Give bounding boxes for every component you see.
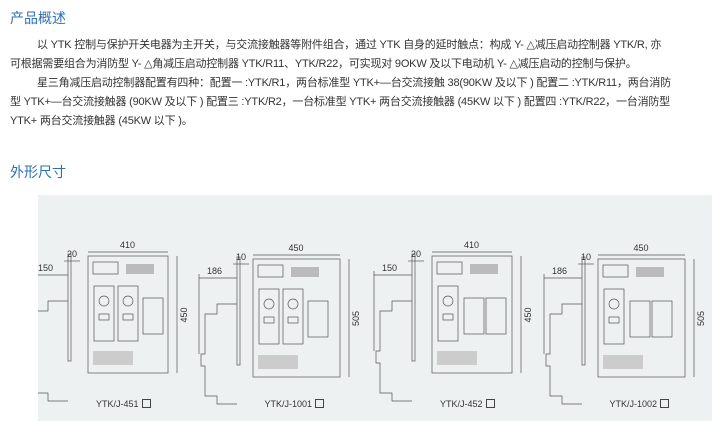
height-label: 505 [351,311,361,326]
switch-window [608,316,620,324]
side-depth-label: 150 [382,263,397,273]
dimension-drawings-panel: 150 20 410 450 186 10 450 505 150 20 410 450 186 10 45… [38,195,712,421]
para2-line3: YTK+ 两台交流接触器 (45KW 以下 )。 [10,115,193,127]
ytk-switch [258,288,280,345]
front-view [431,255,513,374]
contactor [629,300,651,338]
checkbox-square-icon [485,399,495,408]
terminal-strip [636,267,664,277]
mounting-plate [236,256,241,366]
mounting-plate [411,253,416,362]
checkbox-square-icon [141,399,151,408]
switch-window [287,316,299,324]
ytk-switch [437,285,459,342]
dimensions-heading: 外形尺寸 [10,164,66,180]
terminal-block [602,264,629,278]
terminal-block [257,264,284,278]
checkbox-square-icon [660,399,670,408]
bottom-terminals [437,351,477,365]
switch-knob [442,295,454,307]
para1-line1: 以 YTK 控制与保护开关电器为主开关，与交流接触器等附件组合，通过 YTK 自… [37,39,662,51]
side-depth-label: 186 [207,266,222,276]
contactor [307,300,329,338]
height-label: 505 [696,311,706,326]
contactor [485,297,507,335]
switch-window [98,313,110,321]
contactor [142,297,164,335]
overview-heading: 产品概述 [10,10,66,26]
model-label: YTK/J-452 [440,399,483,409]
model-caption: YTK/J-452 [440,399,495,409]
switch-knob [263,298,275,310]
switch-window [263,316,275,324]
ytk-switch [282,288,304,345]
para2-line2: 型 YTK+—台交流接触器 (90KW 及以下 ) 配置三 :YTK/R2，一台… [10,96,670,108]
side-depth-label: 186 [552,266,567,276]
bottom-terminals [93,351,133,365]
front-view [87,255,169,374]
height-label: 450 [179,307,189,322]
mounting-plate [581,256,586,366]
terminal-strip [126,264,154,274]
model-label: YTK/J-451 [96,399,139,409]
para2-line1: 星三角减压启动控制器配置有四种：配置一 :YTK/R1，两台标准型 YTK+—台… [37,77,671,89]
width-label: 450 [634,243,649,253]
terminal-block [92,261,119,275]
width-label: 410 [464,240,479,250]
switch-knob [287,298,299,310]
width-label: 450 [289,243,304,253]
ytk-switch [93,285,115,342]
bottom-terminals [603,355,643,369]
model-label: YTK/J-1002 [609,399,658,409]
width-label: 410 [120,240,135,250]
overview-text: 以 YTK 控制与保护开关电器为主开关，与交流接触器等附件组合，通过 YTK 自… [10,36,715,131]
para1-line2: 可根据需要组合为消防型 Y- △角减压启动控制器 YTK/R11、YTK/R22… [10,58,637,70]
terminal-block [436,261,463,275]
switch-knob [608,298,620,310]
terminal-strip [470,264,498,274]
ytk-switch [603,288,625,345]
front-view [252,258,341,378]
side-view [545,303,582,405]
model-label: YTK/J-1001 [264,399,313,409]
switch-window [122,313,134,321]
plate-thickness-label: 20 [411,249,421,259]
side-depth-label: 150 [38,263,53,273]
side-view [375,300,412,402]
bottom-terminals [258,355,298,369]
switch-knob [98,295,110,307]
terminal-strip [291,267,319,277]
height-label: 450 [523,307,533,322]
plate-thickness-label: 10 [236,252,246,262]
model-caption: YTK/J-1001 [265,399,325,409]
model-caption: YTK/J-1002 [610,399,670,409]
mounting-plate [67,253,72,362]
model-caption: YTK/J-451 [96,399,151,409]
side-view [200,303,237,405]
contactor [651,300,673,338]
plate-thickness-label: 10 [581,252,591,262]
side-view [38,300,68,402]
contactor [463,297,485,335]
dimension-drawings: 150 20 410 450 186 10 450 505 150 20 410 450 186 10 45… [38,240,706,405]
checkbox-square-icon [315,399,325,408]
switch-knob [122,295,134,307]
ytk-switch [117,285,139,342]
plate-thickness-label: 20 [67,249,77,259]
switch-window [442,313,454,321]
front-view [597,258,686,378]
